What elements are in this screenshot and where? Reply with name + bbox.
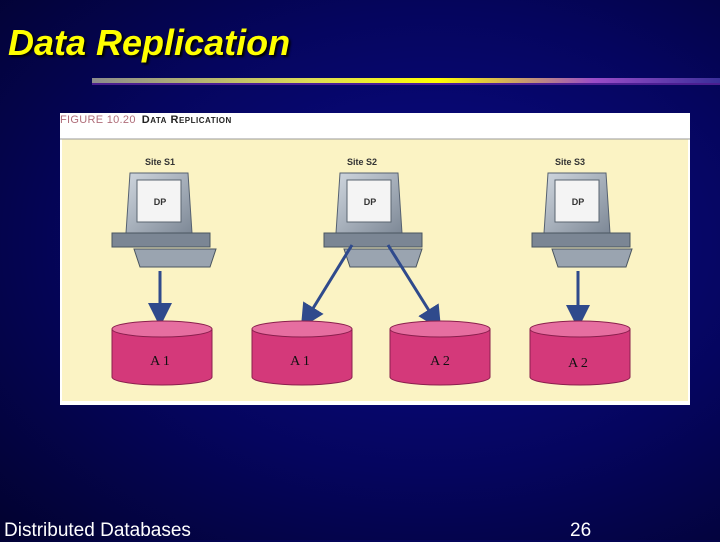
- site-label: Site S2: [347, 157, 377, 167]
- figure-panel: FIGURE 10.20 Data Replication Site S1 DP: [60, 113, 690, 405]
- footer-text: Distributed Databases: [4, 520, 191, 541]
- database-label: A 2: [430, 354, 450, 369]
- database-label: A 2: [568, 356, 588, 371]
- database-label: A 1: [290, 354, 310, 369]
- database-a1-s2: A 1: [251, 320, 353, 386]
- processor-label: DP: [154, 197, 167, 207]
- site-label: Site S3: [555, 157, 585, 167]
- figure-number: FIGURE 10.20: [60, 114, 136, 126]
- database-a2-s3: A 2: [529, 320, 631, 386]
- database-a2-s2: A 2: [389, 320, 491, 386]
- figure-caption: FIGURE 10.20 Data Replication: [60, 113, 232, 139]
- computer-icon: [323, 172, 423, 268]
- page-number: 26: [570, 520, 592, 541]
- title-underline: [92, 78, 720, 85]
- site-s1: Site S1 DP: [111, 157, 217, 268]
- site-s3: Site S3 DP: [531, 157, 633, 268]
- computer-icon: [111, 172, 217, 268]
- site-s2: Site S2 DP: [323, 157, 423, 268]
- database-a1-s1: A 1: [111, 320, 213, 386]
- site-label: Site S1: [145, 157, 175, 167]
- figure-name: Data Replication: [141, 114, 232, 126]
- slide-title: Data Replication: [8, 22, 291, 63]
- computer-icon: [531, 172, 633, 268]
- replication-arrow: [300, 244, 354, 329]
- replication-arrow: [386, 244, 442, 331]
- database-label: A 1: [150, 354, 170, 369]
- processor-label: DP: [364, 197, 377, 207]
- replication-diagram: Site S1 DP Site S2 DP Site S3: [60, 138, 690, 401]
- processor-label: DP: [572, 197, 585, 207]
